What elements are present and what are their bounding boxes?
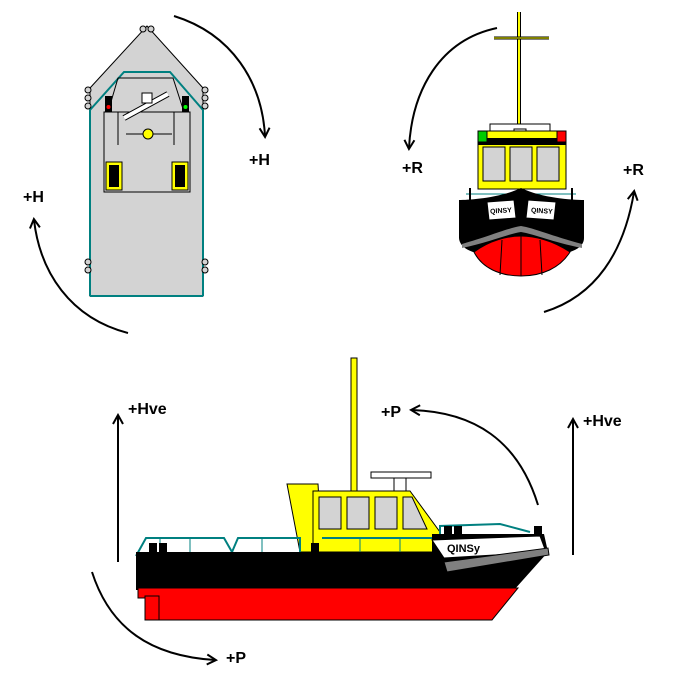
pitch-arrow-bottom	[91, 571, 215, 660]
bow-name-right: QINSY	[531, 207, 554, 216]
heading-arrow-left	[34, 220, 129, 334]
roll-label-right: +R	[623, 162, 644, 179]
top-view-boat	[84, 25, 209, 297]
roll-arrow-left	[409, 27, 498, 148]
hull-name: QINSy	[447, 543, 481, 555]
heading-label-left: +H	[23, 189, 44, 206]
pitch-label-top: +P	[381, 404, 401, 421]
pitch-label-bottom: +P	[226, 650, 246, 667]
heading-arrow-right	[173, 15, 265, 136]
roll-label-left: +R	[402, 160, 423, 177]
roll-arrow-right	[543, 192, 634, 313]
pitch-arrow-top	[412, 410, 539, 506]
bow-name-left: QINSY	[490, 207, 513, 216]
side-view-boat: QINSy	[135, 357, 550, 621]
heading-label-right: +H	[249, 152, 270, 169]
heave-label-left: +Hve	[128, 401, 167, 418]
heave-label-right: +Hve	[583, 413, 622, 430]
front-view-boat: QINSY QINSY	[459, 12, 584, 277]
